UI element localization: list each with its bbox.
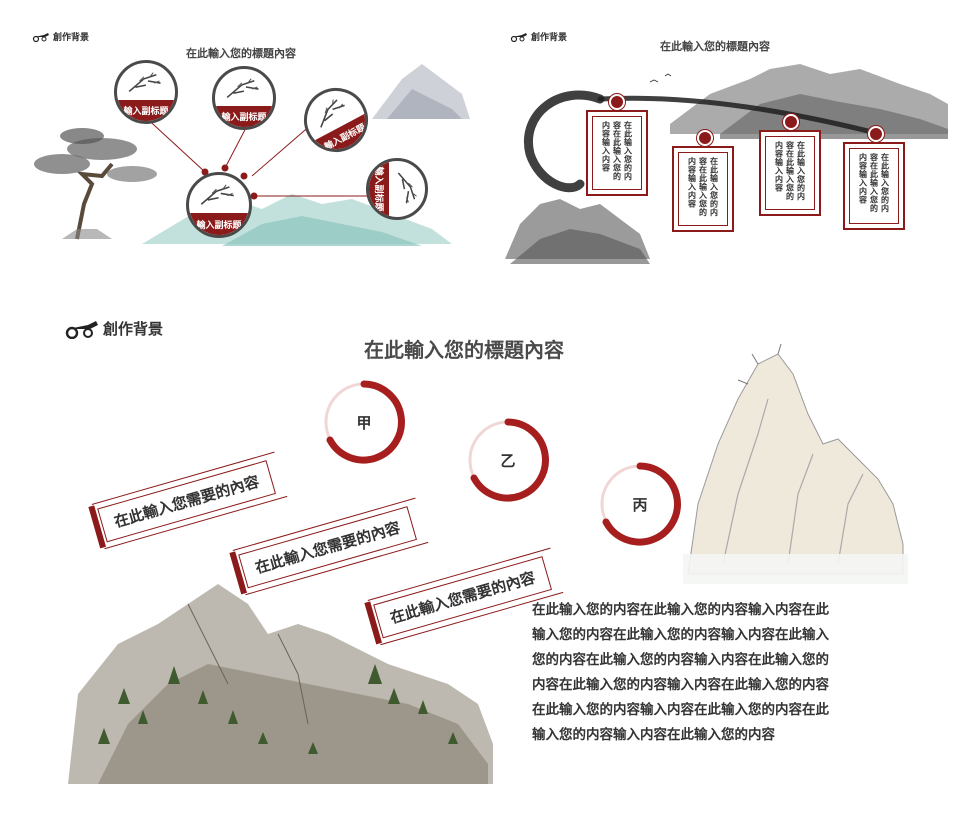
carriage-logo-icon [510,32,527,42]
text-card-3[interactable]: 在此输入您的内容在此输入您的内容输入内容 [759,130,821,216]
bamboo-icon [128,71,161,92]
badge-ring-bing[interactable]: 丙 [596,460,684,548]
badge-ring-jia[interactable]: 甲 [320,378,408,466]
subtitle-node-1-label: 輸入副标题 [117,100,175,121]
body-line: 在此输入您的内容输入内容在此输入您的内容在此 [532,702,829,718]
badge-ring-yi[interactable]: 乙 [464,416,552,504]
body-line: 您的内容在此输入您的内容输入内容在此输入您的 [532,652,829,668]
timeline-pin-3 [783,114,799,130]
timeline-pin-1 [609,94,625,110]
brand-logo-text: 創作背景 [103,320,164,338]
text-card-1[interactable]: 在此输入您的内容在此输入您的内容输入内容 [586,110,648,196]
slide-3[interactable]: 創作背景 在此輸入您的標題內容 在此輸入您需要的內容 在此輸入您需要的內容 [58,304,910,796]
text-card-3-text: 在此输入您的内容在此输入您的内容输入内容 [774,141,806,201]
bamboo-icon [201,184,235,205]
timeline-pin-4 [868,126,884,142]
text-card-2-text: 在此输入您的内容在此输入您的内容输入内容 [687,157,719,217]
body-line: 输入您的内容在此输入您的内容输入内容在此输入 [532,627,829,643]
subtitle-node-2-label: 輸入副标题 [215,106,273,127]
badge-jia-text: 甲 [356,413,372,432]
subtitle-node-1[interactable]: 輸入副标题 [114,60,178,124]
bamboo-icon [397,172,417,204]
badge-yi-text: 乙 [500,451,516,470]
brush-ring-icon [324,380,405,464]
mountain-art [34,64,470,246]
subtitle-node-2[interactable]: 輸入副标题 [212,66,276,130]
subtitle-node-5[interactable]: 輸入副标题 [366,158,428,220]
connector-lines [141,113,368,200]
ink-mountain-art [68,343,908,784]
subtitle-node-4[interactable]: 輸入副标题 [186,172,252,238]
slide-3-title: 在此輸入您的標題內容 [364,338,564,362]
slide-2[interactable]: 創作背景 在此輸入您的標題內容 在此输入您的内容在此输入您的内容输入内容 在此输… [500,24,948,272]
slide-1-title: 在此輸入您的標題內容 [186,47,296,60]
timeline-pin-2 [697,130,713,146]
body-paragraph: 在此输入您的内容在此输入您的内容输入内容在此 输入您的内容在此输入您的内容输入内… [532,598,829,748]
text-card-1-text: 在此输入您的内容在此输入您的内容输入内容 [601,121,633,181]
text-card-4-text: 在此输入您的内容在此输入您的内容输入内容 [858,153,890,213]
brand-logo: 創作背景 [510,30,567,43]
subtitle-node-5-label: 輸入副标题 [369,161,390,217]
text-card-2[interactable]: 在此输入您的内容在此输入您的内容输入内容 [672,146,734,232]
badge-bing-text: 丙 [632,495,648,514]
carriage-logo-icon [65,320,98,339]
carriage-logo-icon [32,32,49,42]
brush-ring-icon [600,462,681,546]
brand-logo-text: 創作背景 [53,33,90,43]
bamboo-icon [320,98,345,128]
slide-2-title: 在此輸入您的標題內容 [660,40,770,53]
body-line: 在此输入您的内容在此输入您的内容输入内容在此 [532,602,829,618]
text-card-4[interactable]: 在此输入您的内容在此输入您的内容输入内容 [843,142,905,230]
brand-logo: 創作背景 [32,30,89,43]
ink-landscape-art [505,64,948,264]
body-line: 内容在此输入您的内容输入内容在此输入您的内容 [532,677,829,693]
subtitle-node-3[interactable]: 輸入副标题 [292,76,380,164]
subtitle-node-4-label: 輸入副标题 [189,213,249,235]
brand-logo: 創作背景 [64,318,163,339]
bamboo-icon [226,77,259,98]
brush-ring-icon [468,418,549,502]
slide-1[interactable]: 創作背景 在此輸入您的標題內容 輸入副标题 [22,24,470,272]
brand-logo-text: 創作背景 [531,33,568,43]
body-line: 输入您的内容输入内容在此输入您的内容 [532,727,775,743]
